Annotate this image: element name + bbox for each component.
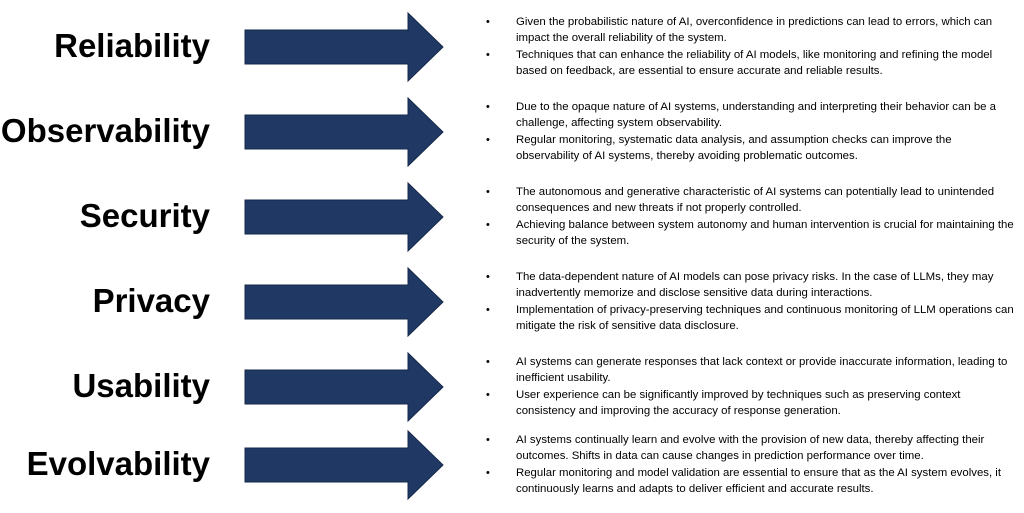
bullet-item: •AI systems continually learn and evolve…: [486, 434, 985, 462]
row-privacy: Privacy •The data-dependent nature of AI…: [0, 265, 1024, 350]
bullet-item: •Regular monitoring and model validation…: [486, 467, 1001, 495]
bullet-item: •User experience can be significantly im…: [486, 389, 961, 417]
bullet-icon: •: [486, 304, 490, 316]
bullets-security: •The autonomous and generative character…: [486, 184, 1016, 250]
bullet-icon: •: [486, 434, 490, 446]
bullets-privacy: •The data-dependent nature of AI models …: [486, 269, 1016, 335]
bullet-item: •Given the probabilistic nature of AI, o…: [486, 16, 993, 44]
arrow-icon: [244, 12, 444, 82]
bullet-icon: •: [486, 101, 490, 113]
bullet-icon: •: [486, 271, 490, 283]
bullet-item: •The autonomous and generative character…: [486, 186, 995, 214]
title-evolvability: Evolvability: [26, 445, 210, 482]
bullets-observability: •Due to the opaque nature of AI systems,…: [486, 99, 1016, 165]
bullet-item: •Due to the opaque nature of AI systems,…: [486, 101, 996, 129]
bullets-reliability: •Given the probabilistic nature of AI, o…: [486, 14, 1016, 80]
row-usability: Usability •AI systems can generate respo…: [0, 350, 1024, 435]
bullet-icon: •: [486, 134, 490, 146]
bullet-icon: •: [486, 389, 490, 401]
bullet-icon: •: [486, 49, 490, 61]
row-reliability: Reliability •Given the probabilistic nat…: [0, 10, 1024, 95]
bullet-icon: •: [486, 186, 490, 198]
arrow-icon: [244, 97, 444, 167]
arrow-icon: [244, 267, 444, 337]
bullet-item: •Achieving balance between system autono…: [486, 219, 1014, 247]
arrow-icon: [244, 352, 444, 422]
bullet-item: •The data-dependent nature of AI models …: [486, 271, 994, 299]
title-privacy: Privacy: [92, 282, 210, 319]
title-observability: Observability: [0, 112, 210, 149]
bullets-evolvability: •AI systems continually learn and evolve…: [486, 432, 1016, 498]
bullet-item: •Regular monitoring, systematic data ana…: [486, 134, 952, 162]
bullet-item: •Techniques that can enhance the reliabi…: [486, 49, 993, 77]
bullet-item: •AI systems can generate responses that …: [486, 356, 1008, 384]
arrow-icon: [244, 430, 444, 500]
title-usability: Usability: [72, 367, 210, 404]
bullet-icon: •: [486, 219, 490, 231]
arrow-icon: [244, 182, 444, 252]
bullet-item: •Implementation of privacy-preserving te…: [486, 304, 1014, 332]
bullet-icon: •: [486, 356, 490, 368]
bullets-usability: •AI systems can generate responses that …: [486, 354, 1016, 420]
bullet-icon: •: [486, 467, 490, 479]
title-reliability: Reliability: [54, 27, 210, 64]
row-observability: Observability •Due to the opaque nature …: [0, 95, 1024, 180]
row-evolvability: Evolvability •AI systems continually lea…: [0, 428, 1024, 513]
row-security: Security •The autonomous and generative …: [0, 180, 1024, 265]
title-security: Security: [79, 197, 210, 234]
bullet-icon: •: [486, 16, 490, 28]
